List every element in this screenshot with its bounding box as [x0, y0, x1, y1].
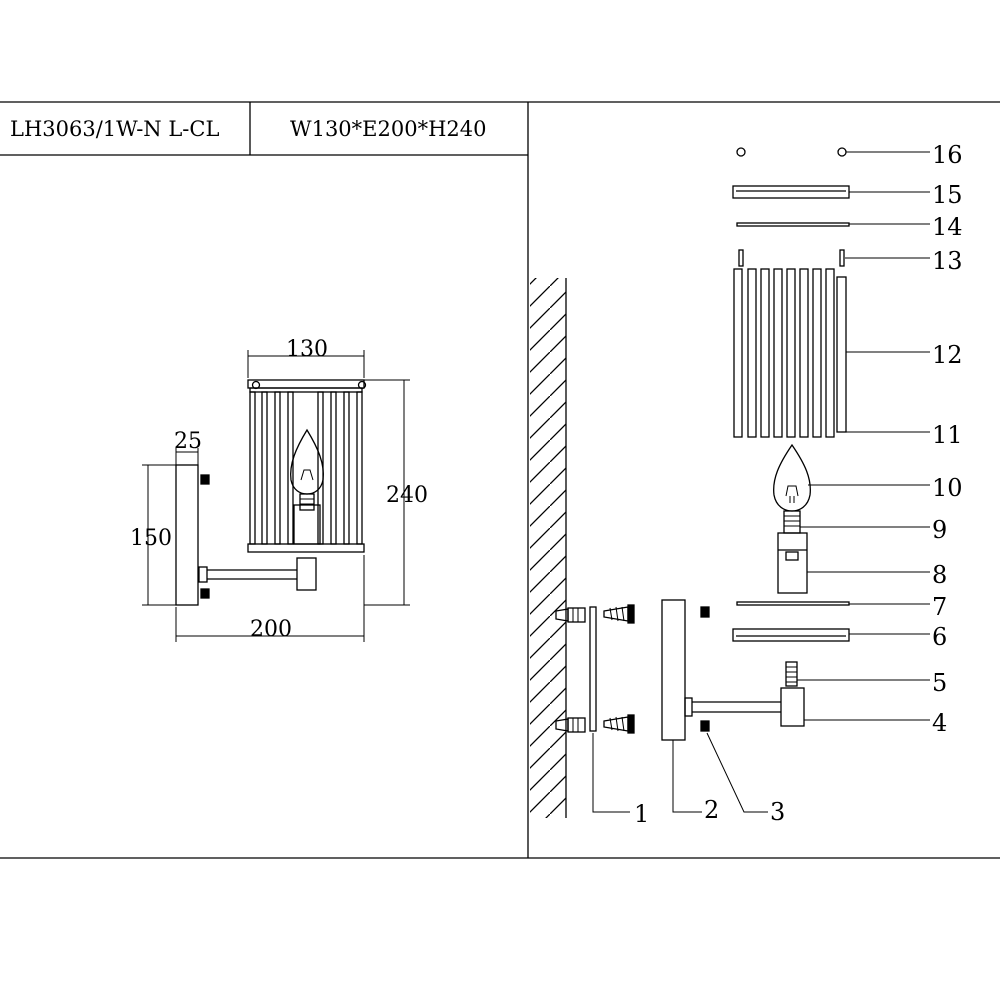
backplate-screw-top: [200, 474, 210, 485]
wall-hatching: [530, 278, 566, 818]
part-14-glass-disc: [736, 222, 850, 227]
top-nut-left: [251, 380, 261, 390]
cage-bottom-frame: [247, 543, 365, 553]
part-13-rod-left: [738, 249, 744, 267]
part-label-3: 3: [770, 798, 785, 826]
bulb-base: [299, 493, 315, 511]
part-label-9: 9: [932, 516, 947, 544]
part-4-holder-block: [780, 687, 805, 727]
part-label-6: 6: [932, 623, 947, 651]
part-label-4: 4: [932, 709, 947, 737]
part-label-13: 13: [932, 247, 963, 275]
leader-lines: [592, 151, 930, 813]
exploded-view: [530, 147, 930, 818]
part-label-16: 16: [932, 141, 963, 169]
part-15-top-ring: [732, 185, 850, 199]
part-label-8: 8: [932, 561, 947, 589]
part-13-rod-right: [839, 249, 845, 267]
arm-collar-exploded: [684, 697, 693, 717]
part-6-bottom-ring: [732, 628, 850, 642]
part-label-14: 14: [932, 213, 963, 241]
part-5-threaded-nipple: [785, 661, 798, 687]
part-7-bottom-disc: [736, 601, 850, 606]
dimension-height: 240: [386, 483, 428, 508]
part-10-bulb: [773, 443, 811, 512]
part-3-nut-top: [700, 606, 710, 618]
backplate-screw-bottom: [200, 588, 210, 599]
part-12-glass-rods: [733, 268, 835, 438]
part-1-mounting-bracket: [589, 606, 597, 732]
part-label-12: 12: [932, 341, 963, 369]
dimension-backplate-height: 150: [130, 526, 172, 551]
model-number: LH3063/1W-N L-CL: [10, 117, 219, 141]
part-11-side-rod: [836, 276, 847, 433]
part-16-nut-right: [837, 147, 847, 157]
part-label-5: 5: [932, 669, 947, 697]
assembled-view: [142, 350, 410, 642]
part-3-nut-bottom: [700, 720, 710, 732]
cage-top-frame: [247, 379, 365, 389]
top-nut-right: [357, 380, 367, 390]
part-9-bulb-base: [783, 510, 801, 534]
dimension-width: 130: [286, 337, 328, 362]
dimension-backplate-width: 25: [174, 429, 202, 454]
part-label-10: 10: [932, 474, 963, 502]
part-2-backplate: [661, 599, 686, 741]
arm-collar: [198, 566, 208, 583]
part-16-nut-left: [736, 147, 746, 157]
glass-rods: [249, 391, 363, 545]
sheet-frame: [0, 101, 1000, 859]
dimension-lines: [142, 350, 410, 642]
backplate-outline: [175, 464, 199, 606]
dimension-depth: 200: [250, 617, 292, 642]
part-label-7: 7: [932, 593, 947, 621]
lamp-socket: [293, 504, 321, 545]
wall-screws: [603, 604, 635, 734]
part-label-2: 2: [704, 796, 719, 824]
overall-dimensions: W130*E200*H240: [290, 117, 486, 141]
part-label-1: 1: [634, 800, 649, 828]
part-label-15: 15: [932, 181, 963, 209]
wall-anchors: [555, 607, 586, 733]
part-8-socket: [777, 532, 808, 594]
arm-holder: [296, 557, 317, 591]
part-label-11: 11: [932, 421, 963, 449]
